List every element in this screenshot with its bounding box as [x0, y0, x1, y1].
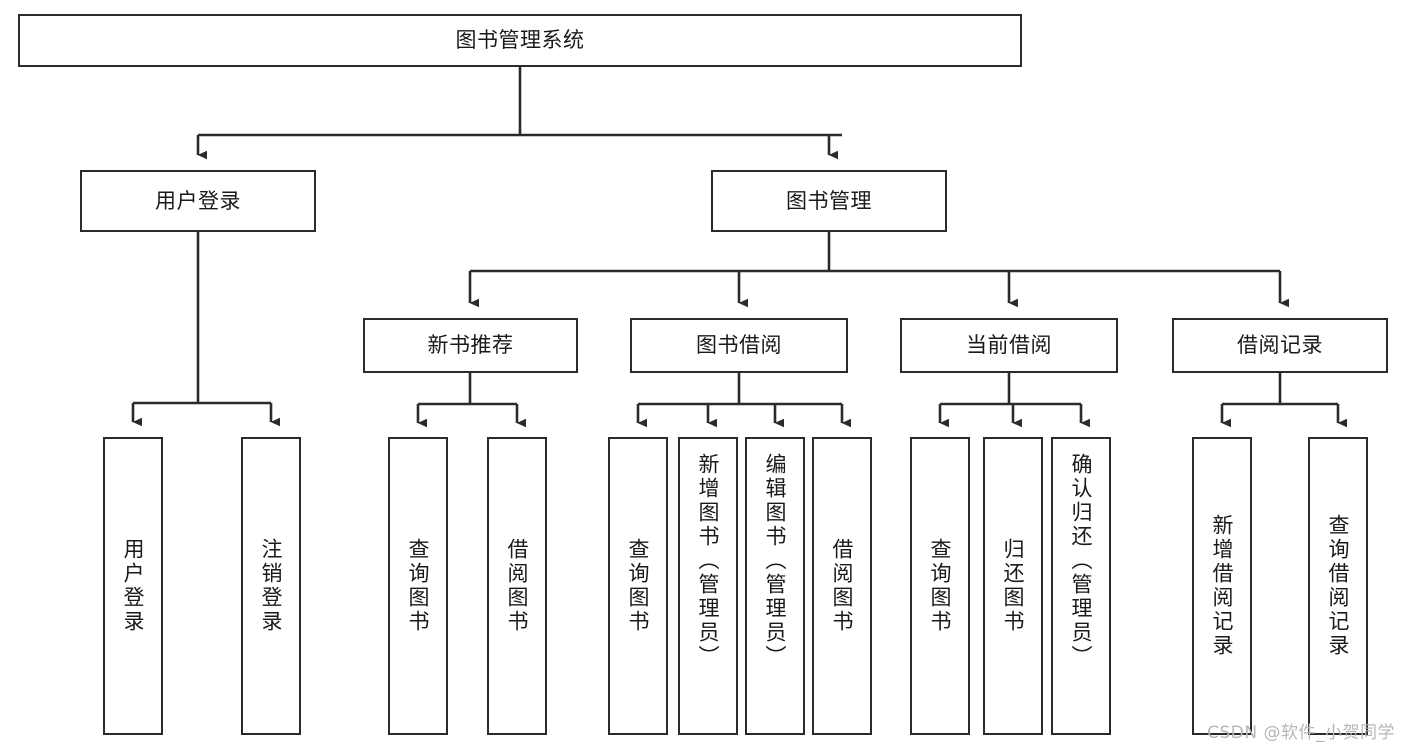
node-leaf-confirm-return-admin-label: 确认归还（管理员）: [1069, 453, 1094, 669]
node-leaf-logout-label: 注销登录: [259, 538, 284, 634]
node-leaf-add-borrow-record[interactable]: 新增借阅记录: [1192, 437, 1252, 735]
node-leaf-edit-book-admin-label: 编辑图书（管理员）: [763, 453, 788, 669]
node-leaf-user-login-label: 用户登录: [121, 538, 146, 634]
node-leaf-edit-book-admin[interactable]: 编辑图书（管理员）: [745, 437, 805, 735]
node-book-borrow[interactable]: 图书借阅: [630, 318, 848, 373]
node-leaf-query-book-current-label: 查询图书: [928, 538, 953, 634]
node-leaf-user-login[interactable]: 用户登录: [103, 437, 163, 735]
node-borrow-record-label: 借阅记录: [1237, 333, 1323, 358]
node-new-book-recommend[interactable]: 新书推荐: [363, 318, 578, 373]
node-book-borrow-label: 图书借阅: [696, 333, 782, 358]
node-book-manage-label: 图书管理: [786, 188, 872, 213]
node-leaf-add-book-admin[interactable]: 新增图书（管理员）: [678, 437, 738, 735]
node-current-borrow[interactable]: 当前借阅: [900, 318, 1118, 373]
node-leaf-add-borrow-record-label: 新增借阅记录: [1210, 514, 1235, 658]
node-leaf-query-book-recommend-label: 查询图书: [406, 538, 431, 634]
node-leaf-borrow-book-recommend-label: 借阅图书: [505, 538, 530, 634]
node-root[interactable]: 图书管理系统: [18, 14, 1022, 67]
node-leaf-borrow-book-label: 借阅图书: [830, 538, 855, 634]
node-leaf-borrow-book-recommend[interactable]: 借阅图书: [487, 437, 547, 735]
node-leaf-add-book-admin-label: 新增图书（管理员）: [696, 453, 721, 669]
node-leaf-borrow-book[interactable]: 借阅图书: [812, 437, 872, 735]
node-leaf-confirm-return-admin[interactable]: 确认归还（管理员）: [1051, 437, 1111, 735]
node-leaf-query-book-current[interactable]: 查询图书: [910, 437, 970, 735]
node-leaf-logout[interactable]: 注销登录: [241, 437, 301, 735]
node-root-label: 图书管理系统: [455, 28, 585, 53]
node-leaf-query-borrow-record[interactable]: 查询借阅记录: [1308, 437, 1368, 735]
node-book-manage[interactable]: 图书管理: [711, 170, 947, 232]
node-borrow-record[interactable]: 借阅记录: [1172, 318, 1388, 373]
node-current-borrow-label: 当前借阅: [966, 333, 1052, 358]
node-leaf-query-book-borrow-label: 查询图书: [626, 538, 651, 634]
node-user-login-label: 用户登录: [155, 188, 241, 213]
node-user-login[interactable]: 用户登录: [80, 170, 316, 232]
node-leaf-query-borrow-record-label: 查询借阅记录: [1326, 514, 1351, 658]
node-leaf-return-book-label: 归还图书: [1001, 538, 1026, 634]
node-leaf-query-book-borrow[interactable]: 查询图书: [608, 437, 668, 735]
node-new-book-recommend-label: 新书推荐: [427, 333, 514, 358]
node-leaf-query-book-recommend[interactable]: 查询图书: [388, 437, 448, 735]
node-leaf-return-book[interactable]: 归还图书: [983, 437, 1043, 735]
